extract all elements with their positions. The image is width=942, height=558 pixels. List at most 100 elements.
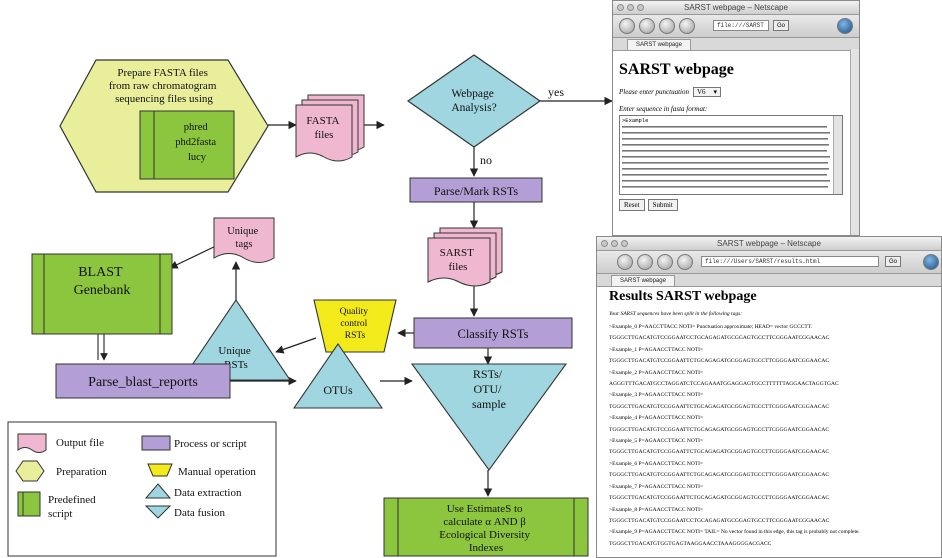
svg-text:SARST files: SARST files bbox=[440, 247, 477, 273]
stop-button-icon[interactable] bbox=[677, 254, 693, 270]
blast-line-1: BLAST bbox=[78, 265, 123, 280]
estimates-line-3: Ecological Diversity bbox=[439, 529, 530, 541]
seq-label: Enter sequence in fasta format: bbox=[619, 105, 708, 113]
sarst-files-stack bbox=[427, 227, 503, 287]
reload-button-icon[interactable] bbox=[657, 254, 673, 270]
zoom-light-icon[interactable] bbox=[637, 4, 644, 11]
parse-blast-label: Parse_blast_reports bbox=[88, 375, 198, 390]
result-line: >Example_0 P=AACCTTACC NOTI= Punctuation… bbox=[609, 324, 813, 330]
browser1-tab[interactable]: SARST webpage bbox=[627, 39, 691, 50]
punct-select[interactable]: V6 ▾ bbox=[692, 87, 722, 97]
svg-text:Unique tags: Unique tags bbox=[227, 226, 261, 250]
submit-button[interactable]: Submit bbox=[647, 199, 678, 211]
results-list: >Example_0 P=AACCTTACC NOTI= Punctuation… bbox=[609, 322, 929, 550]
result-line: >Example_3 P=AGAACCTTACC NOTI= bbox=[609, 392, 704, 399]
prep-line-3: sequencing files using bbox=[115, 93, 213, 105]
prep-line-2: from raw chromatogram bbox=[109, 80, 217, 92]
sequence-first-line: >Example bbox=[622, 117, 649, 124]
unique-rsts-extraction bbox=[180, 299, 292, 381]
forward-button-icon[interactable] bbox=[637, 254, 653, 270]
minimize-light-icon[interactable] bbox=[627, 4, 634, 11]
browser1-scrollbar[interactable] bbox=[850, 49, 859, 235]
sequence-scrollbar[interactable] bbox=[833, 116, 842, 194]
back-button-icon[interactable] bbox=[619, 18, 635, 34]
webpage-analysis-decision bbox=[406, 54, 542, 148]
svg-text:Quality control RSTs: Quality control RSTs bbox=[340, 307, 371, 341]
browser1-heading: SARST webpage bbox=[619, 61, 734, 78]
svg-text:FASTA files: FASTA files bbox=[306, 115, 341, 141]
sequence-textarea[interactable]: >Example bbox=[619, 115, 843, 195]
result-line: >Example_2 P=AGAACCTTACC NOTI= bbox=[609, 369, 704, 376]
legend-extraction-icon bbox=[144, 483, 172, 499]
result-line: >Example_8 P=AGAACCTTACC NOTI= bbox=[609, 506, 704, 513]
browser2-url-field[interactable]: file:///Users/SARST/results.html bbox=[701, 256, 879, 267]
punct-label: Please enter punctuation bbox=[619, 88, 689, 96]
svg-text:BLAST Genebank: BLAST Genebank bbox=[74, 265, 131, 298]
legend-manual-icon bbox=[147, 463, 173, 477]
otus-extraction bbox=[292, 343, 384, 409]
fasta-files-stack bbox=[295, 94, 365, 162]
svg-text:Webpage Analysis?: Webpage Analysis? bbox=[451, 88, 496, 114]
svg-text:Use EstimateS to calculate: Use EstimateS to calculate α AND β Ecolo… bbox=[439, 503, 532, 554]
form-buttons: Reset Submit bbox=[619, 199, 853, 211]
browser2-go-button[interactable]: Go bbox=[885, 256, 901, 267]
browser2-title: SARST webpage – Netscape bbox=[717, 239, 821, 248]
stop-button-icon[interactable] bbox=[679, 18, 695, 34]
close-light-icon[interactable] bbox=[601, 240, 608, 247]
sequence-text-texture bbox=[622, 126, 830, 188]
reload-button-icon[interactable] bbox=[659, 18, 675, 34]
result-line: AGGGTTTGACATGCCTAGGATCTCCAGAAATGGAGGAGTG… bbox=[609, 381, 839, 388]
netscape-logo-icon bbox=[923, 254, 939, 270]
decision-line-2: Analysis? bbox=[451, 102, 496, 114]
legend-manual-label: Manual operation bbox=[178, 466, 256, 478]
browser1-go-button[interactable]: Go bbox=[773, 20, 789, 31]
svg-text:Prepare FASTA files from r: Prepare FASTA files from raw chromatogra… bbox=[109, 67, 219, 105]
classify-process bbox=[413, 317, 573, 349]
legend-fusion-label: Data fusion bbox=[174, 507, 226, 519]
classify-label: Classify RSTs bbox=[457, 327, 528, 341]
forward-button-icon[interactable] bbox=[639, 18, 655, 34]
minimize-light-icon[interactable] bbox=[611, 240, 618, 247]
legend-predefined-icon bbox=[17, 491, 41, 517]
prep-tool-phred: phred bbox=[184, 122, 209, 133]
close-light-icon[interactable] bbox=[617, 4, 624, 11]
netscape-logo-icon bbox=[837, 18, 853, 34]
result-line: TGGGCTTGACATGTCCGGAATTCTGCAGAGATGCGGAGTG… bbox=[609, 403, 829, 410]
parse-mark-label: Parse/Mark RSTs bbox=[434, 184, 518, 198]
fasta-label-1: FASTA bbox=[306, 115, 339, 127]
result-line: TGGGCTTGACATGTCCGGAATTCTGCAGAGATGCGGAGTG… bbox=[609, 472, 829, 479]
prep-tool-phd2fasta: phd2fasta bbox=[175, 137, 216, 148]
browser1-page: SARST webpage Please enter punctuation V… bbox=[613, 51, 859, 215]
browser2-titlebar: SARST webpage – Netscape bbox=[597, 237, 941, 251]
quality-line-3: RSTs bbox=[345, 331, 366, 341]
browser2-tab[interactable]: SARST webpage bbox=[611, 275, 675, 286]
reset-button[interactable]: Reset bbox=[619, 199, 645, 211]
chevron-down-icon: ▾ bbox=[713, 88, 718, 96]
unique-tags-line-1: Unique bbox=[227, 226, 258, 237]
unique-tags-output bbox=[213, 217, 275, 263]
blast-line-2: Genebank bbox=[74, 283, 131, 298]
legend-process-label: Process or script bbox=[174, 438, 247, 450]
estimates-line-2: calculate α AND β bbox=[443, 516, 526, 528]
result-line: TGGGCTTGACATGTCCGGAATTCTGCAGAGATGCGGAGTG… bbox=[609, 449, 829, 456]
result-line: TGGGCTTGACATGTCCGGAATTCTGCAGAGATGCGGAGTG… bbox=[609, 495, 829, 502]
back-button-icon[interactable] bbox=[617, 254, 633, 270]
browser1-url-field[interactable]: file:///SARST bbox=[713, 20, 769, 31]
results-heading: Results SARST webpage bbox=[609, 289, 757, 304]
legend-predefined-line-1: Predefined bbox=[48, 494, 96, 506]
result-line: TGGGCTTGACATGTCCGGAATCCTGCAGAGATGCGGAGTG… bbox=[609, 335, 830, 342]
no-label: no bbox=[480, 153, 492, 167]
sarst-label-1: SARST bbox=[440, 247, 475, 259]
prep-tools-box bbox=[139, 110, 235, 180]
zoom-light-icon[interactable] bbox=[621, 240, 628, 247]
legend-fusion-icon bbox=[144, 505, 172, 519]
punct-row: Please enter punctuation V6 ▾ bbox=[619, 87, 853, 97]
rst-otu-sample-fusion bbox=[410, 363, 568, 471]
legend-preparation-icon bbox=[15, 460, 45, 482]
browser2-tabbar: SARST webpage bbox=[597, 274, 941, 287]
legend-output-icon bbox=[17, 433, 47, 453]
fasta-label-2: files bbox=[315, 129, 334, 141]
quality-line-1: Quality bbox=[340, 307, 369, 317]
fusion-line-2: OTU/ bbox=[474, 382, 503, 396]
browser-window-input: SARST webpage – Netscape file:///SARST G… bbox=[612, 0, 860, 236]
